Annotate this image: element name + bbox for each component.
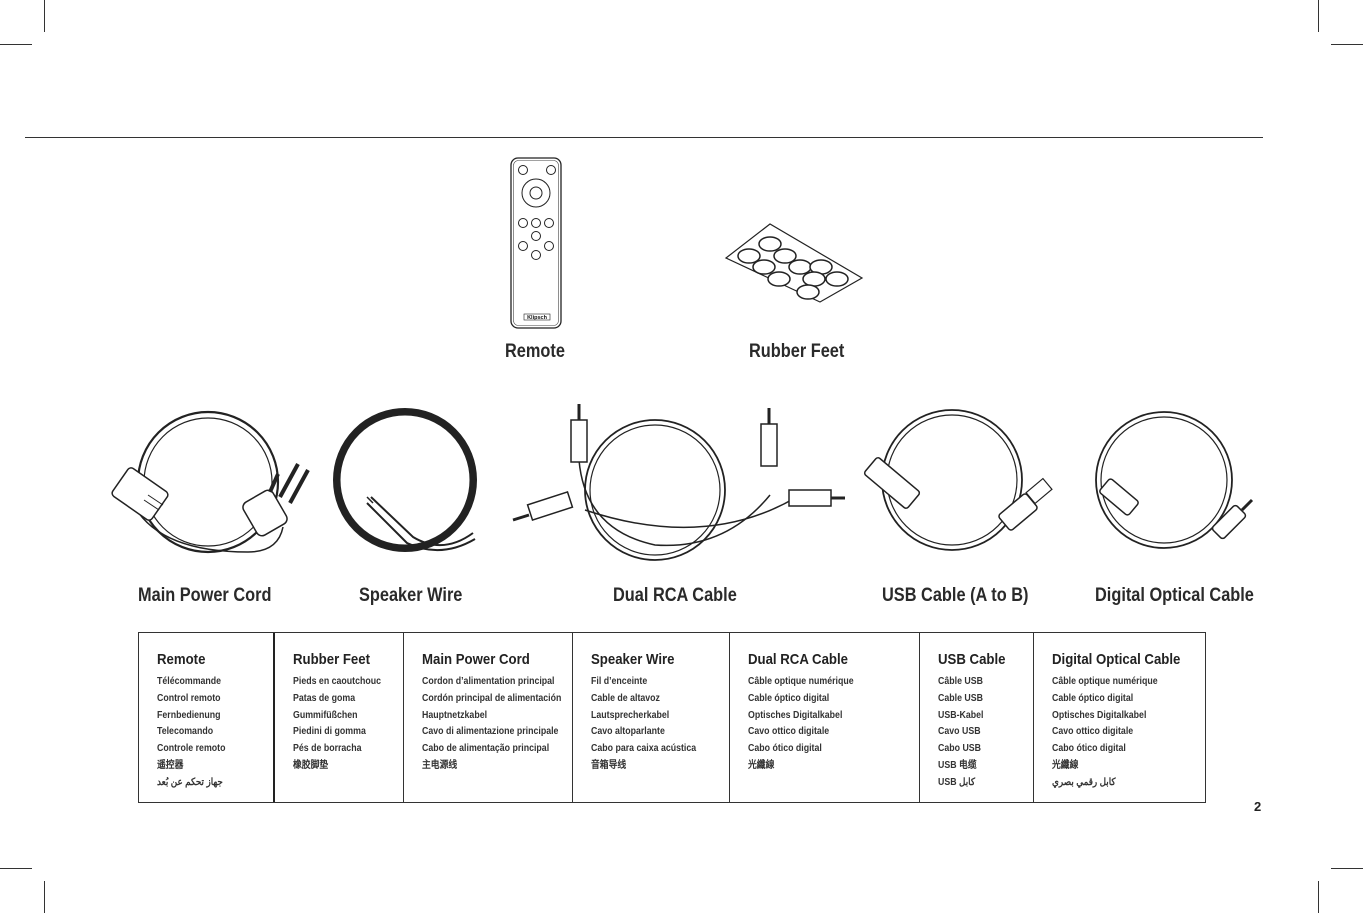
optical-cable-illustration (1095, 411, 1254, 549)
translation-item: Pieds en caoutchouc (293, 676, 382, 687)
translation-item: Pés de borracha (293, 743, 362, 755)
translation-item: Câble optique numérique (748, 676, 854, 687)
remote-brand: Klipsch (527, 315, 548, 321)
crop-mark (1331, 44, 1363, 45)
power-cord-illustration (111, 410, 310, 554)
crop-mark (1318, 881, 1319, 913)
translation-item: Piedini di gomma (293, 726, 366, 738)
translation-item: كابل رقمي بصري (1052, 776, 1116, 788)
crop-mark (44, 0, 45, 32)
rubber-feet-illustration (724, 223, 864, 303)
translation-item: Optisches Digitalkabel (748, 709, 843, 721)
translation-item: Cordon d’alimentation principal (422, 676, 555, 687)
column-title: Rubber Feet (293, 651, 371, 668)
dual-rca-illustration (512, 404, 845, 561)
label-dual-rca: Dual RCA Cable (613, 585, 737, 606)
translation-item: Cabo ótico digital (748, 743, 822, 755)
translation-item: Controle remoto (157, 743, 226, 755)
translation-item: Cabo de alimentação principal (422, 743, 550, 755)
translation-item: Fil d’enceinte (591, 676, 648, 687)
translation-table: Remote Télécommande Control remoto Fernb… (138, 632, 1206, 803)
table-column-speaker-wire: Speaker Wire Fil d’enceinte Cable de alt… (572, 633, 729, 802)
column-title: Speaker Wire (591, 651, 675, 668)
translation-item: Gummifüßchen (293, 709, 358, 721)
translation-item: Câble USB (938, 676, 983, 687)
translation-item: USB 电缆 (938, 759, 977, 771)
remote-illustration: Klipsch (510, 157, 562, 329)
translation-item: Optisches Digitalkabel (1052, 709, 1147, 721)
translation-item: Cordón principal de alimentación (422, 692, 562, 704)
translation-item: Cable óptico digital (748, 692, 830, 704)
translation-item: 橡胶脚垫 (293, 759, 329, 771)
speaker-wire-illustration (333, 408, 477, 552)
translation-item: 光纖線 (1052, 759, 1079, 771)
table-column-main-power-cord: Main Power Cord Cordon d’alimentation pr… (403, 633, 572, 802)
table-column-rubber-feet: Rubber Feet Pieds en caoutchouc Patas de… (273, 633, 403, 802)
column-title: USB Cable (938, 651, 1006, 668)
translation-item: 遥控器 (157, 759, 184, 771)
translation-item: Cabo USB (938, 743, 982, 755)
page-number: 2 (1254, 799, 1262, 814)
table-column-remote: Remote Télécommande Control remoto Fernb… (139, 633, 273, 802)
label-main-power-cord: Main Power Cord (138, 585, 272, 606)
translation-item: Fernbedienung (157, 709, 221, 721)
crop-mark (0, 868, 32, 869)
translation-item: Cable USB (938, 692, 983, 704)
label-rubber-feet: Rubber Feet (749, 341, 845, 362)
translation-item: USB كابل (938, 776, 976, 788)
column-title: Main Power Cord (422, 651, 530, 668)
translation-item: 主电源线 (422, 759, 458, 771)
label-digital-optical: Digital Optical Cable (1095, 585, 1254, 606)
translation-item: Cable de altavoz (591, 692, 660, 704)
top-rule (25, 137, 1263, 138)
translation-item: Cavo ottico digitale (748, 726, 830, 738)
translation-item: Cavo ottico digitale (1052, 726, 1134, 738)
table-column-digital-optical: Digital Optical Cable Câble optique numé… (1033, 633, 1205, 802)
table-column-dual-rca: Dual RCA Cable Câble optique numérique C… (729, 633, 919, 802)
crop-mark (1318, 0, 1319, 32)
translation-item: Cabo para caixa acústica (591, 743, 697, 755)
translation-item: Télécommande (157, 676, 222, 687)
translation-item: Telecomando (157, 726, 214, 738)
translation-item: USB-Kabel (938, 709, 984, 721)
table-column-usb-cable: USB Cable Câble USB Cable USB USB-Kabel … (919, 633, 1033, 802)
translation-item: Cavo altoparlante (591, 726, 665, 738)
translation-item: Câble optique numérique (1052, 676, 1158, 687)
crop-mark (0, 44, 32, 45)
crop-mark (44, 881, 45, 913)
translation-item: 音箱导线 (591, 759, 627, 771)
translation-item: Cavo USB (938, 726, 981, 738)
column-title: Remote (157, 651, 206, 668)
translation-item: 光纖線 (748, 759, 775, 771)
translation-item: Patas de goma (293, 692, 356, 704)
translation-item: Cable óptico digital (1052, 692, 1134, 704)
label-usb-cable: USB Cable (A to B) (882, 585, 1029, 606)
column-title: Dual RCA Cable (748, 651, 849, 668)
label-speaker-wire: Speaker Wire (359, 585, 463, 606)
translation-item: Cabo ótico digital (1052, 743, 1126, 755)
translation-item: Hauptnetzkabel (422, 709, 488, 721)
label-remote: Remote (505, 341, 565, 362)
crop-mark (1331, 868, 1363, 869)
column-title: Digital Optical Cable (1052, 651, 1181, 668)
translation-item: Lautsprecherkabel (591, 709, 670, 721)
translation-item: Control remoto (157, 692, 221, 704)
translation-item: جهاز تحكم عن بُعد (157, 776, 223, 788)
usb-cable-illustration (863, 409, 1053, 551)
translation-item: Cavo di alimentazione principale (422, 726, 559, 738)
